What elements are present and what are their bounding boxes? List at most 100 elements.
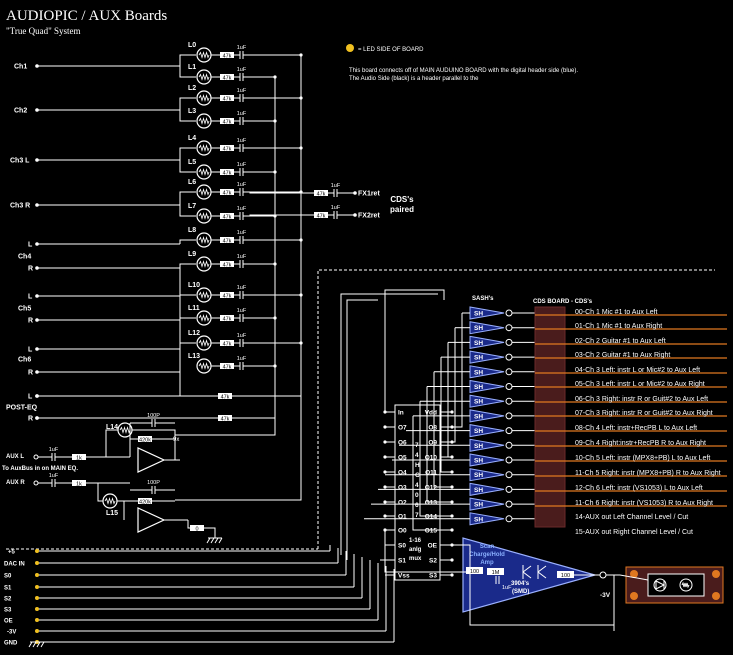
wire — [179, 205, 196, 217]
ldr-label: L13 — [188, 353, 200, 360]
wire — [175, 400, 302, 501]
mux-pin-label: O1 — [398, 514, 407, 521]
cds-channel-label: 14-AUX out Left Channel Level / Cut — [575, 514, 688, 521]
channel-label: R — [28, 416, 33, 423]
scan-amp-triangle — [462, 537, 598, 613]
wire — [179, 239, 196, 244]
ldr-zigzag — [198, 314, 210, 322]
cds-paired-label: CDS's — [390, 195, 414, 204]
led-symbol-icon — [655, 580, 666, 590]
junction-dot — [383, 425, 387, 429]
cds-board: CDS BOARD - CDS's00-Ch 1 Mic #1 to Aux L… — [533, 299, 727, 536]
resistor — [220, 74, 234, 80]
cds-channel-label: 08-Ch 4 Left: instr+RecPB L to Aux Left — [575, 425, 697, 432]
aux-l-opamp — [137, 447, 166, 473]
wire — [105, 429, 118, 457]
capacitor-value: 1uF — [237, 88, 247, 94]
cds-channel-label: 04-Ch 3 Left: instr L or Mic#2 to Aux Le… — [575, 367, 700, 374]
wire — [179, 294, 196, 320]
sh-output-terminal — [505, 309, 513, 317]
resistor — [220, 340, 234, 346]
junction-dot — [35, 394, 39, 398]
resistor-value: 47k — [223, 238, 232, 244]
resistor — [220, 189, 234, 195]
capacitor-value: 1uF — [237, 182, 247, 188]
bus-pin-dot — [35, 607, 39, 611]
wire — [204, 527, 216, 538]
channel-label: POST-EQ — [6, 405, 38, 412]
mux-part-digit: 4 — [415, 482, 419, 489]
wire — [179, 147, 196, 160]
resistor — [557, 571, 574, 578]
sh-label: SH — [474, 325, 483, 332]
capacitor-value: 1uF — [237, 111, 247, 117]
cds-channel-label: 11-Ch 6 Right: instr (VS1053) R to Aux R… — [575, 500, 713, 507]
resistor — [220, 292, 234, 298]
bus-pin-dot — [35, 549, 39, 553]
sh-label: SH — [474, 458, 483, 465]
capacitor-value: 1uF — [237, 67, 247, 73]
bus-pin-dot — [35, 561, 39, 565]
capacitor-value: 1uF — [237, 162, 247, 168]
cds-cell-icon — [679, 578, 693, 592]
wire — [243, 191, 314, 194]
wire — [433, 371, 452, 488]
bus-pin-dot — [35, 629, 39, 633]
cds-board-title: CDS BOARD - CDS's — [533, 299, 593, 305]
wire — [179, 317, 196, 372]
bus-label: OE — [4, 619, 13, 625]
ldr-label: L11 — [188, 305, 200, 312]
ldr-label: L6 — [188, 179, 196, 186]
junction-dot — [383, 514, 387, 518]
resistor — [220, 145, 234, 151]
mux-center-label: mux — [409, 556, 422, 562]
capacitor-value: 1uF — [237, 230, 247, 236]
resistor — [218, 393, 232, 399]
wire — [419, 401, 452, 517]
resistor — [314, 190, 328, 196]
ldr-zigzag — [198, 188, 210, 196]
resistor-value: 47k — [317, 191, 326, 197]
sh-output-terminal — [505, 515, 513, 523]
wire — [384, 530, 466, 573]
wire — [426, 386, 452, 503]
ldr-zigzag — [198, 212, 210, 220]
resistor-value: 420k — [139, 437, 151, 443]
capacitor-value: 1uF — [237, 356, 247, 362]
sh-output-terminal — [505, 412, 513, 420]
mux-pin-label: Vdd — [425, 410, 437, 417]
junction-dot — [353, 213, 357, 217]
sh-label: SH — [474, 355, 483, 362]
wire — [179, 66, 196, 78]
sh-output-terminal — [505, 500, 513, 508]
mux-pin-label: O12 — [425, 485, 438, 492]
wire — [619, 574, 649, 581]
ldr-label: L5 — [188, 159, 196, 166]
sh-label: SH — [474, 443, 483, 450]
cds-channel-label: 10-Ch 5 Left: instr (MPX8+PB) L to Aux L… — [575, 455, 710, 462]
resistor — [72, 454, 86, 460]
wire — [132, 429, 176, 460]
junction-dot — [383, 455, 387, 459]
led-side-dot-icon — [346, 44, 354, 52]
channel-label: Ch4 — [18, 254, 31, 261]
wire — [179, 191, 196, 205]
resistor — [138, 498, 152, 504]
led-icon — [653, 578, 667, 592]
ldr-zigzag — [198, 51, 210, 59]
mux-part-digit: H — [415, 462, 420, 469]
cds-paired-label: paired — [390, 205, 414, 214]
wire — [384, 289, 445, 412]
mux-pin-label: O3 — [398, 485, 407, 492]
resistor — [190, 525, 204, 531]
legend-text: = LED SIDE OF BOARD — [358, 47, 424, 53]
resistor — [220, 52, 234, 58]
transistor-icon — [522, 565, 547, 579]
resistor-value: 47k — [223, 316, 232, 322]
sh-label: SH — [474, 516, 483, 523]
capacitor-value: 1uF — [49, 447, 59, 453]
ldr-zigzag — [198, 94, 210, 102]
resistor — [220, 118, 234, 124]
mux-pin-label: O7 — [398, 425, 407, 432]
